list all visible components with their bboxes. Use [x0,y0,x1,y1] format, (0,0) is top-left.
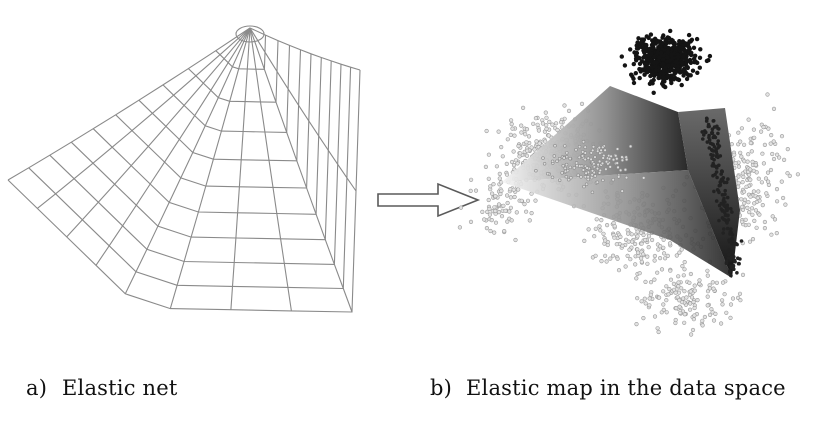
caption-b-letter: b) [430,376,453,400]
elastic-net-figure [7,25,361,313]
caption-elastic-map: b) Elastic map in the data space [430,376,786,400]
data-points-foreground [534,28,744,278]
caption-elastic-net: a) Elastic net [26,376,178,400]
caption-a-letter: a) [26,376,48,400]
caption-b-text: Elastic map in the data space [466,376,786,400]
mapping-arrow-icon [377,182,481,218]
elastic-net-wireframe [7,25,361,313]
elastic-map-surface [502,86,740,278]
elastic-map-figure [457,28,801,337]
caption-a-text: Elastic net [62,376,178,400]
